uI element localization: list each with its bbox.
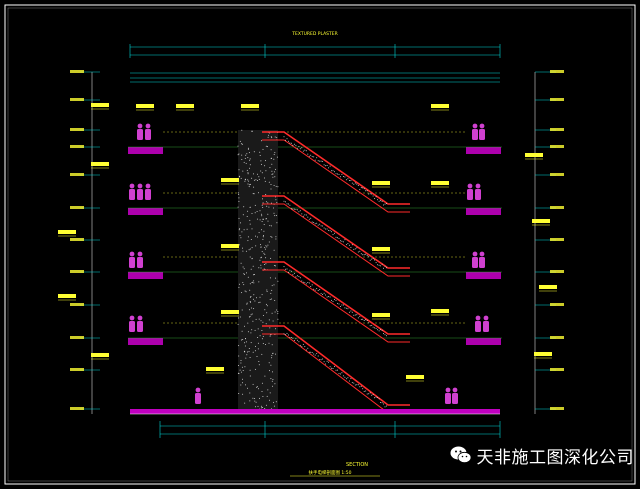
bottom-dimensions bbox=[160, 421, 500, 438]
section-title-block: SECTION 扶手电梯剖面图 1:50 bbox=[290, 462, 380, 476]
human-figures bbox=[129, 124, 489, 404]
section-title: SECTION bbox=[346, 462, 368, 468]
ceiling-band bbox=[130, 73, 500, 82]
watermark-text: 天非施工图深化公司 bbox=[477, 443, 635, 468]
watermark: 天非施工图深化公司 bbox=[449, 438, 635, 472]
floor-slabs bbox=[128, 132, 502, 345]
ground-floor bbox=[130, 409, 500, 414]
escalator-runs bbox=[262, 132, 410, 413]
section-subtitle: 扶手电梯剖面图 1:50 bbox=[308, 469, 351, 476]
top-title-label: TEXTURED PLASTER bbox=[291, 31, 337, 37]
top-dimensions bbox=[130, 44, 500, 58]
right-level-ticks bbox=[535, 70, 564, 414]
wechat-logo-icon bbox=[449, 443, 473, 467]
left-level-ticks bbox=[70, 70, 100, 414]
